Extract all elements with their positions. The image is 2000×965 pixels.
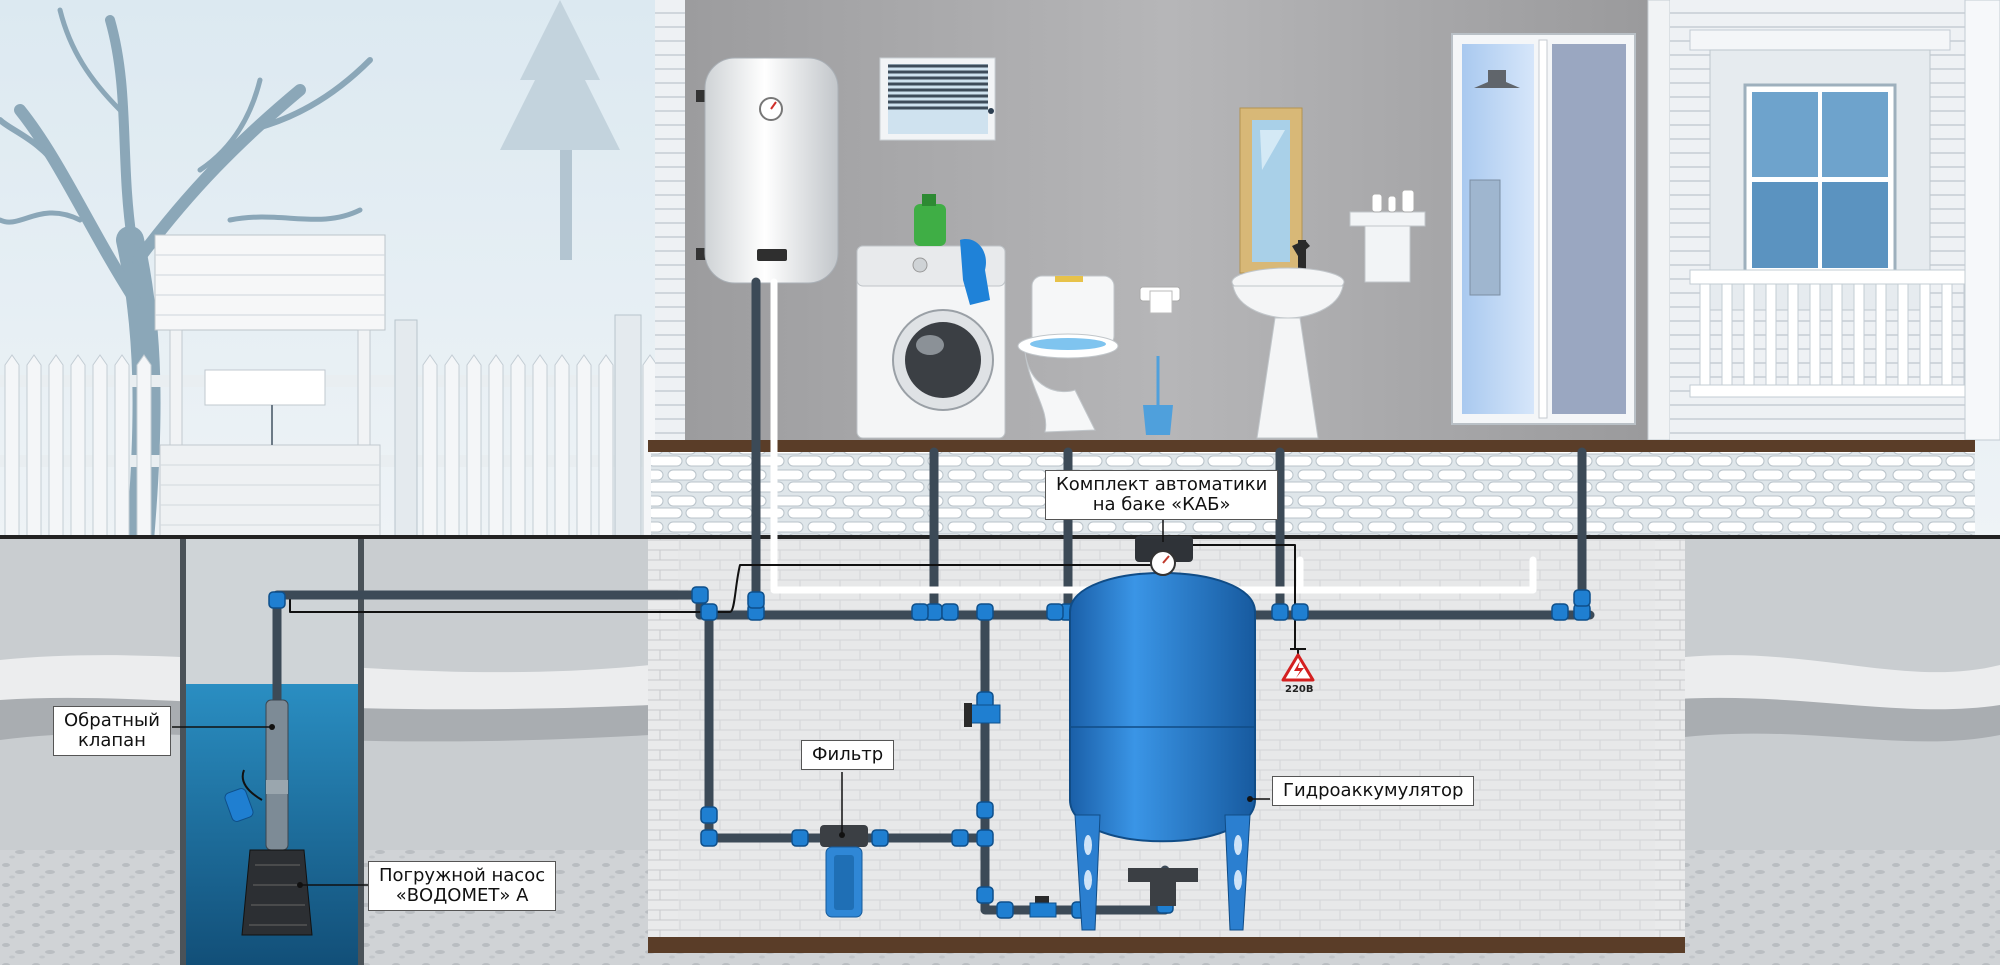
float-switch-icon — [224, 769, 263, 822]
shower-cabin-icon — [1451, 33, 1636, 425]
pressure-gauge-icon — [1135, 536, 1193, 576]
porch-rail — [1765, 283, 1777, 386]
pipe-fitting — [1573, 589, 1591, 607]
pipe-fitting — [700, 806, 718, 824]
pipe-fitting — [951, 829, 969, 847]
pipe-fitting — [976, 603, 994, 621]
voltage-label: 220В — [1285, 684, 1314, 695]
fence-picket — [136, 354, 152, 541]
pipe-fitting — [268, 591, 286, 609]
fence-picket — [114, 354, 130, 541]
fence-picket — [26, 354, 42, 541]
toilet-icon — [1017, 275, 1119, 433]
high-voltage-icon — [1281, 648, 1315, 682]
pipe-fitting — [700, 829, 718, 847]
pipe-fittings — [268, 586, 1591, 919]
filter-icon — [820, 825, 868, 918]
porch-rail — [1743, 283, 1755, 386]
sink-icon — [1231, 240, 1345, 439]
porch-rail — [1699, 283, 1711, 386]
window-icon — [879, 57, 996, 141]
fence-picket — [488, 354, 504, 541]
porch-rail — [1787, 283, 1799, 386]
check-valve-label: Обратный клапан — [53, 706, 171, 756]
porch-rail — [1919, 283, 1931, 386]
pipe-fitting — [911, 603, 929, 621]
fence-picket — [554, 354, 570, 541]
porch-icon — [1670, 0, 2000, 441]
callout-dots — [269, 724, 1253, 888]
fence-picket — [576, 354, 592, 541]
filter-label: Фильтр — [801, 740, 895, 770]
porch-rail — [1875, 283, 1887, 386]
pipe-fitting — [976, 801, 994, 819]
porch-rail — [1853, 283, 1865, 386]
porch-rail — [1721, 283, 1733, 386]
pump-icon — [241, 699, 313, 936]
shelf-icon — [1349, 189, 1426, 283]
fence-picket — [466, 354, 482, 541]
callout-leaders — [172, 518, 1270, 886]
pipe-fitting — [791, 829, 809, 847]
pipe-fitting — [996, 901, 1014, 919]
foundation — [651, 452, 1975, 535]
fence-picket — [70, 354, 86, 541]
porch-rail — [1941, 283, 1953, 386]
fence-picket — [532, 354, 548, 541]
fence-picket — [598, 354, 614, 541]
fence-picket — [510, 354, 526, 541]
washing-machine-icon — [856, 239, 1006, 439]
valve-icon — [964, 703, 1057, 918]
pipe-fitting — [976, 886, 994, 904]
fence-picket — [4, 354, 20, 541]
ground-line — [0, 535, 2000, 539]
fence-picket — [48, 354, 64, 541]
pipe-fitting — [1046, 603, 1064, 621]
porch-rail — [1809, 283, 1821, 386]
accumulator-label: Гидроаккумулятор — [1272, 776, 1475, 806]
pipe-fitting — [941, 603, 959, 621]
fence-picket — [444, 354, 460, 541]
pipe-fitting — [976, 829, 994, 847]
fence-picket — [92, 354, 108, 541]
pipe-fitting — [1271, 603, 1289, 621]
far-trees — [500, 0, 620, 260]
boiler-icon — [696, 57, 839, 284]
pipe-fitting — [1551, 603, 1569, 621]
detergent-icon — [914, 194, 946, 246]
fence-picket — [422, 354, 438, 541]
pipe-fitting — [691, 586, 709, 604]
pipe-fitting — [871, 829, 889, 847]
tank-icon — [1069, 558, 1256, 931]
pipe-fitting — [747, 591, 765, 609]
pump-label: Погружной насос «ВОДОМЕТ» А — [368, 861, 557, 911]
brush-icon — [1143, 356, 1173, 435]
porch-rail — [1897, 283, 1909, 386]
porch-rail — [1831, 283, 1843, 386]
pipe-fitting — [700, 603, 718, 621]
well-icon — [154, 234, 386, 541]
mirror-icon — [1239, 107, 1303, 274]
automation-kit-label: Комплект автоматики на баке «КАБ» — [1045, 470, 1279, 520]
toilet-paper-icon — [1139, 286, 1181, 314]
floor-beam — [648, 440, 1975, 452]
pipe-fitting — [1291, 603, 1309, 621]
house-wall-left — [655, 0, 685, 440]
